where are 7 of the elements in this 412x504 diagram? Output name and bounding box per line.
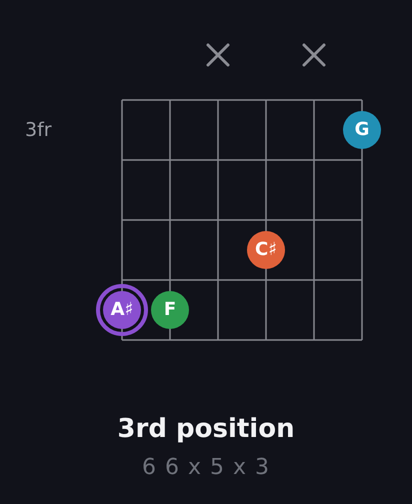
note-marker: C♯ [247, 231, 285, 269]
fret-pattern-caption: 6 6 x 5 x 3 [141, 454, 271, 482]
chord-title: 3rd position [116, 413, 296, 446]
root-note-marker: A♯ [96, 284, 148, 336]
note-marker: F [151, 291, 189, 329]
note-marker: G [343, 111, 381, 149]
fret-number-label: 3fr [25, 118, 52, 142]
